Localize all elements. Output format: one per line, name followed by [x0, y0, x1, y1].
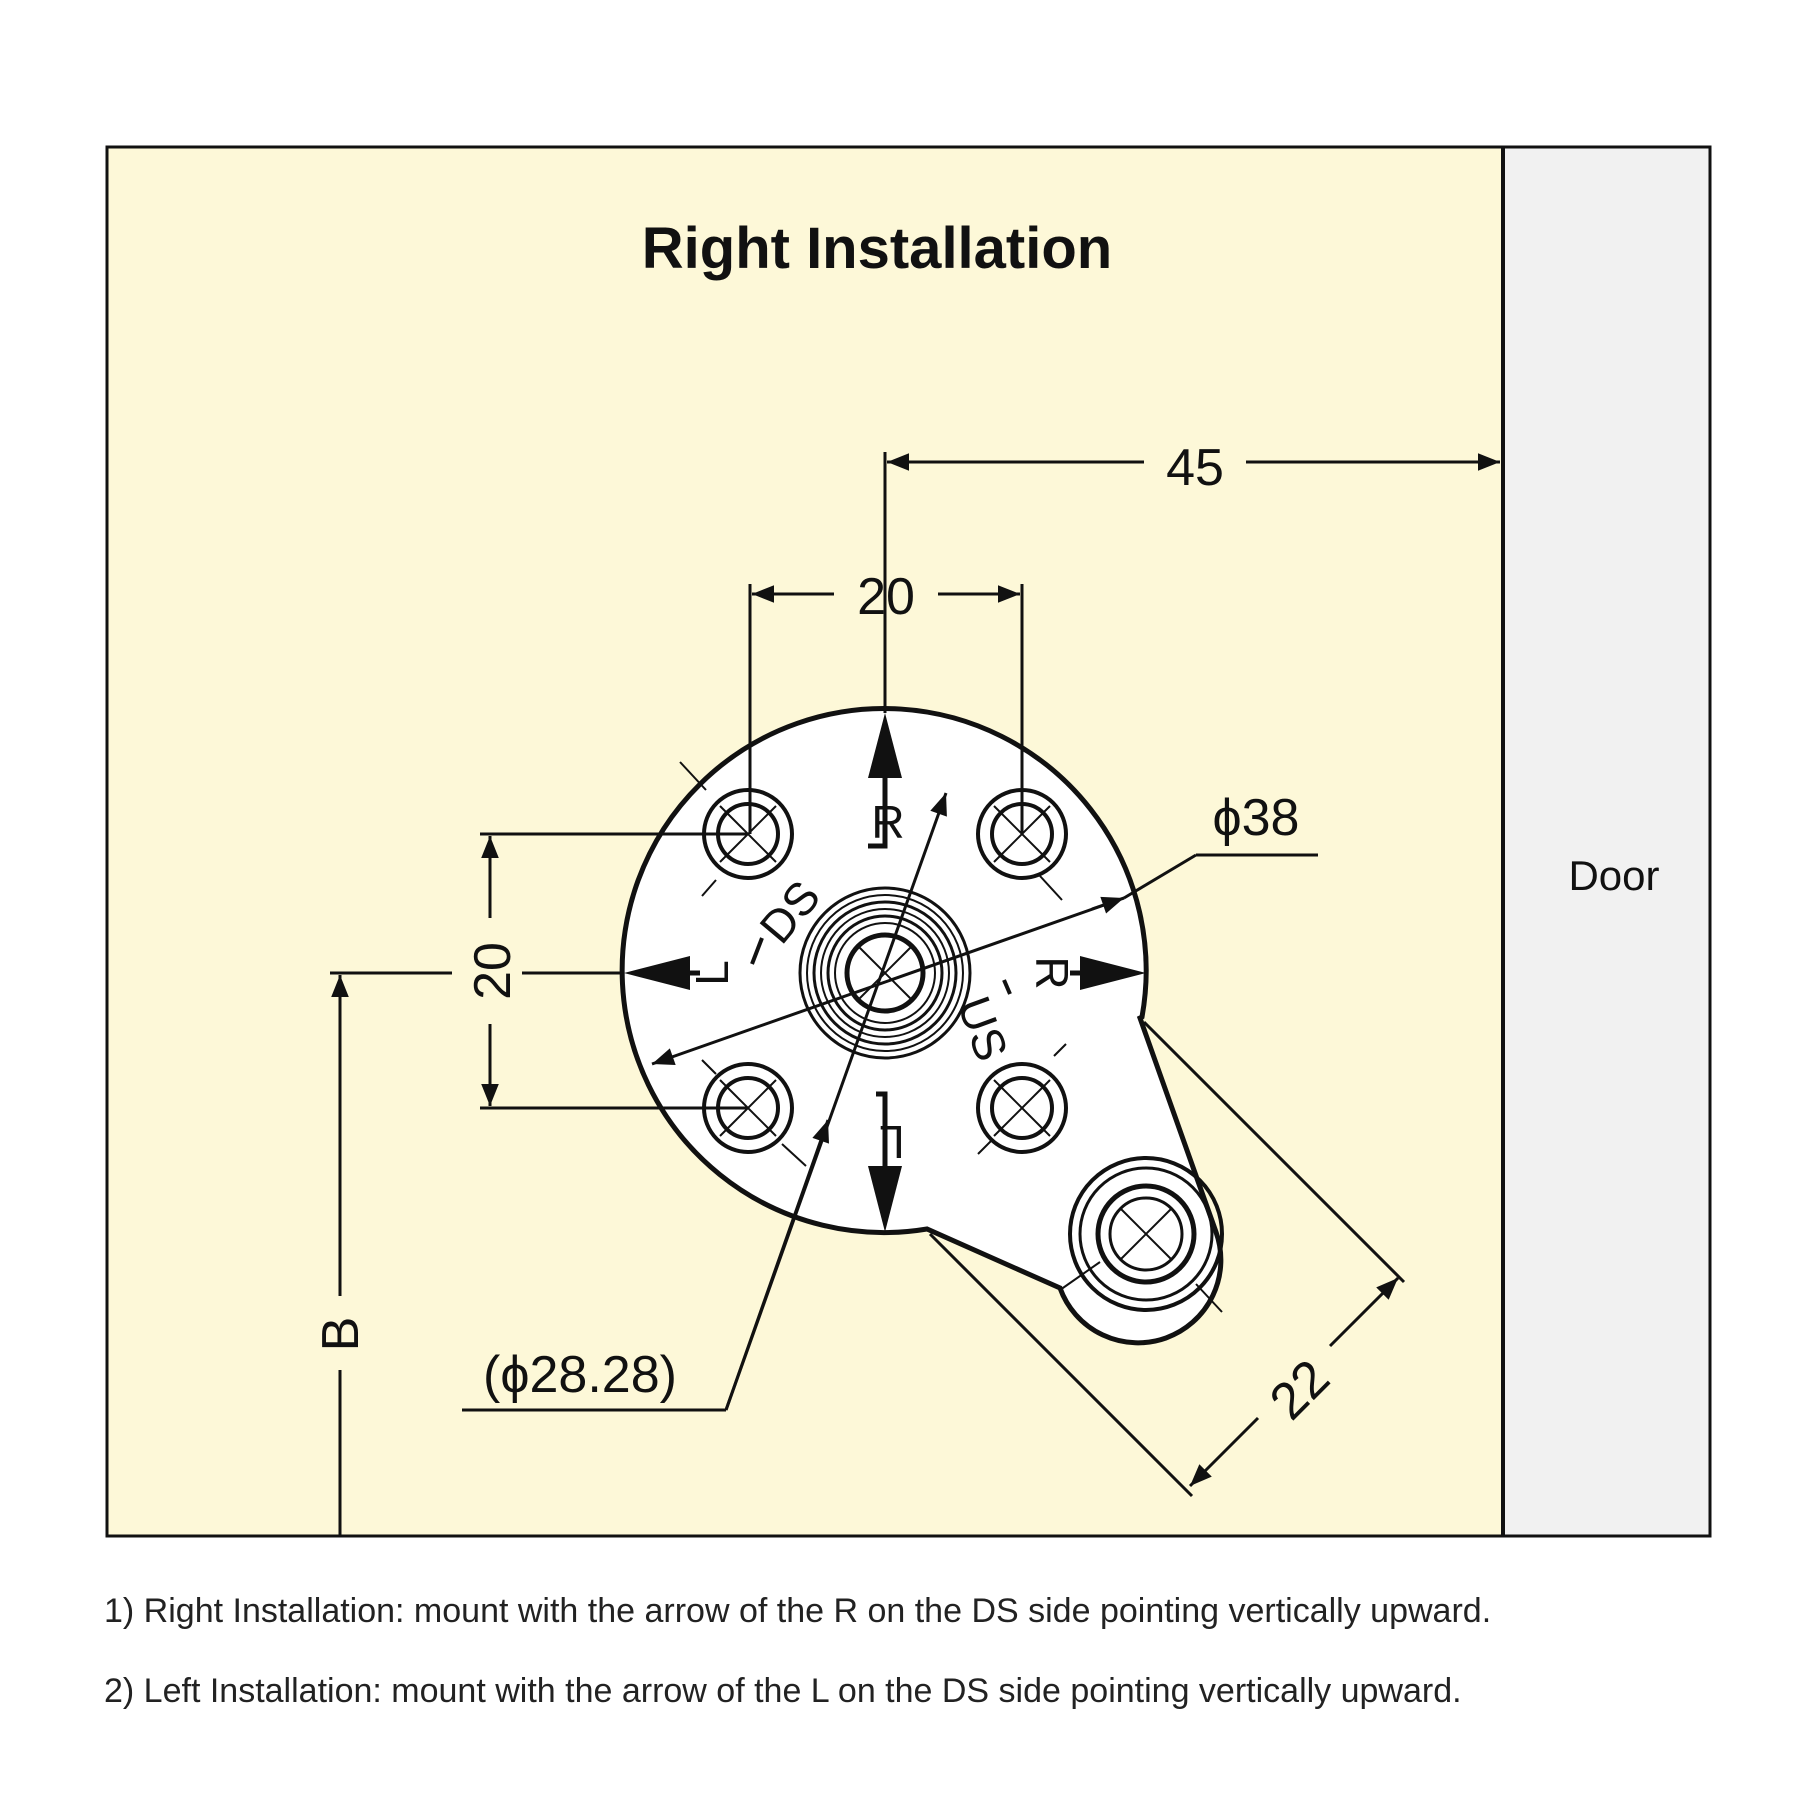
installation-note-left: 2) Left Installation: mount with the arr…: [104, 1672, 1462, 1710]
door-panel: [1501, 145, 1712, 1538]
marking-r-top: R: [871, 796, 904, 848]
dimension-outer-diameter: [651, 853, 1318, 1066]
direction-arrow-up: [868, 713, 902, 849]
diagram-title: Right Installation: [642, 216, 1112, 281]
center-rings: [798, 886, 972, 1060]
dimension-45-label: 45: [1166, 439, 1224, 497]
direction-arrow-right: [1070, 956, 1146, 990]
installation-note-right: 1) Right Installation: mount with the ar…: [104, 1592, 1492, 1630]
direction-arrow-left: [624, 956, 700, 990]
marking-us-tick: [1002, 979, 1012, 995]
marking-l-side: L: [686, 960, 738, 986]
direction-arrow-down: [868, 1091, 902, 1232]
dimension-hole-spacing-vertical-label: 20: [464, 942, 522, 1000]
dimension-height-label: B: [312, 1317, 370, 1352]
door-label: Door: [1568, 852, 1659, 899]
pivot-hole: [1059, 1156, 1224, 1313]
dimension-height: [330, 971, 622, 1536]
dimension-outer-diameter-label: ϕ38: [1213, 789, 1300, 847]
dimension-bolt-circle-label: (ϕ28.28): [483, 1346, 677, 1404]
dimension-arm-length: [928, 1020, 1406, 1498]
dimension-hole-spacing-vertical: [480, 832, 748, 1110]
dimension-45: [883, 452, 1500, 713]
marking-l-bottom: L: [879, 1116, 905, 1168]
dimension-hole-spacing-horizontal: [748, 584, 1024, 834]
marking-ds-tick: [750, 937, 764, 965]
dimension-bolt-circle: [462, 792, 948, 1412]
marking-r-side: R: [1026, 956, 1078, 989]
dimension-hole-spacing-horizontal-label: 20: [857, 568, 915, 626]
mounting-hole-bottom-right: [976, 1043, 1068, 1155]
